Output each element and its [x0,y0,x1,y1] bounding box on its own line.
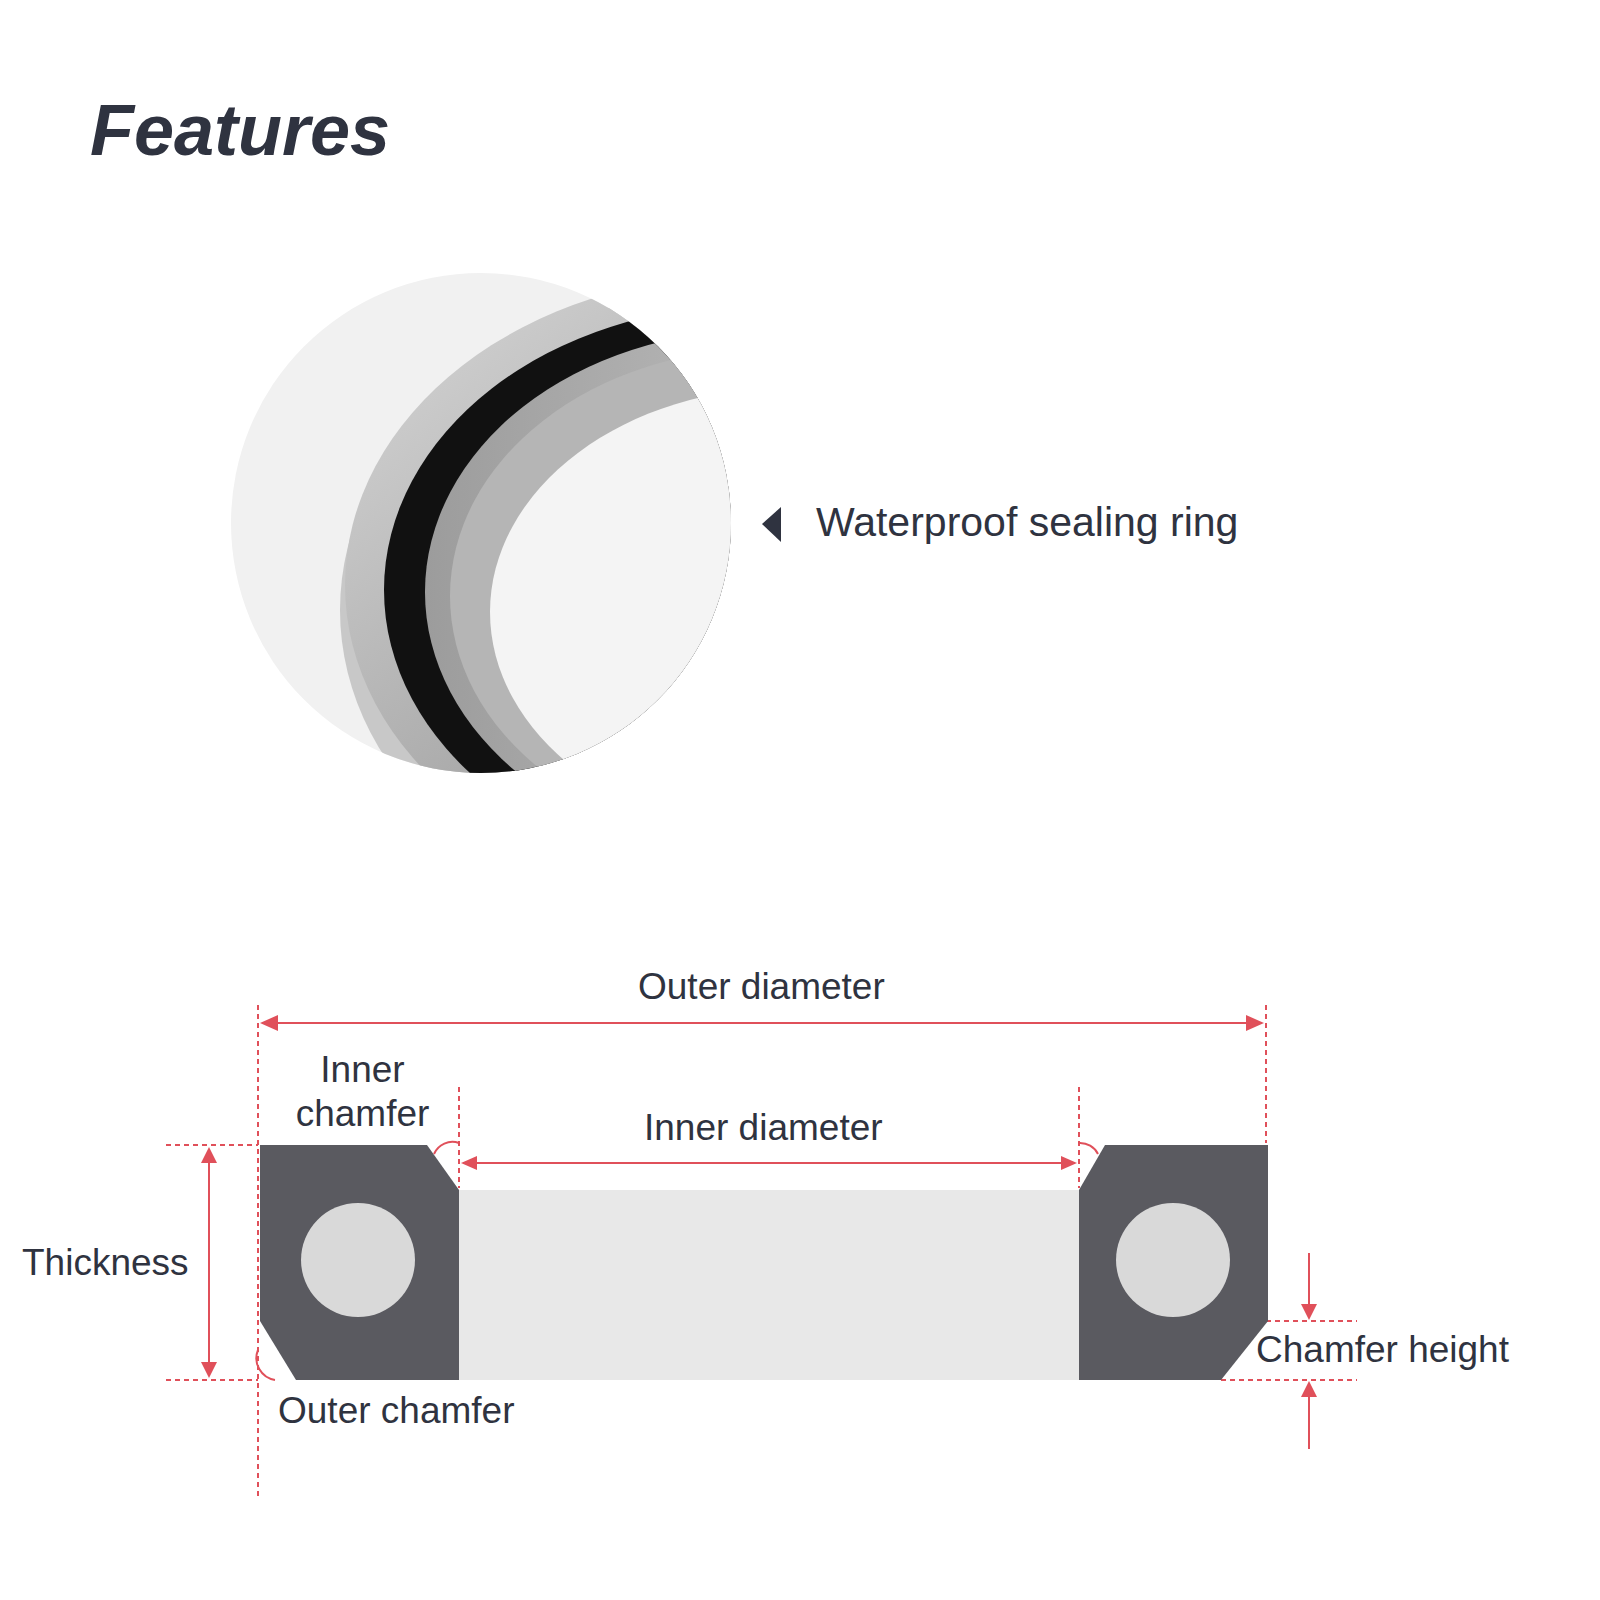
bearing-photo [340,275,1145,930]
callout-label: Waterproof sealing ring [816,498,1238,547]
dimension-label: Outer diameter [638,965,885,1009]
dimension-label: Chamfer height [1256,1328,1509,1372]
dimension-lines [166,1005,1357,1497]
dimension-label: Thickness [22,1241,189,1285]
page-title: Features [90,87,390,173]
arrowheads [201,1015,1317,1397]
dimension-label: Inner diameter [644,1106,883,1150]
bearing-cross-section [260,1145,1268,1380]
dimension-label: Outer chamfer [278,1389,514,1433]
pointer-triangle [762,507,781,542]
dimension-label: Inner chamfer [275,1048,450,1137]
